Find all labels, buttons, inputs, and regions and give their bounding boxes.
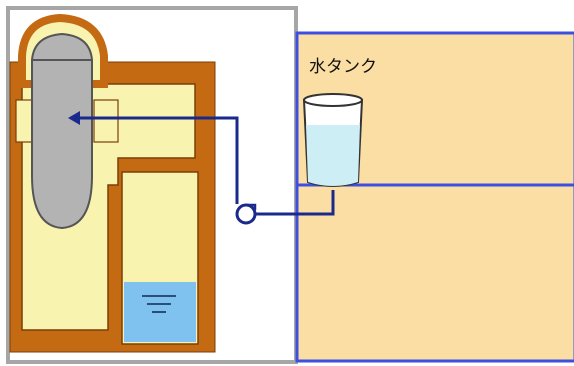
right-ledge xyxy=(93,99,119,143)
tank-rim xyxy=(303,93,363,107)
water-level-marker-icon xyxy=(142,295,176,313)
tank-water xyxy=(306,125,360,186)
injection-pipe xyxy=(78,116,335,216)
left-ledge xyxy=(15,99,33,143)
water-tank-label: 水タンク xyxy=(309,57,377,77)
flow-arrow-icon xyxy=(68,111,80,125)
reactor-pressure-vessel xyxy=(31,32,93,230)
water-tank xyxy=(302,93,364,187)
pump-icon xyxy=(235,203,257,225)
adjacent-building xyxy=(295,31,574,363)
